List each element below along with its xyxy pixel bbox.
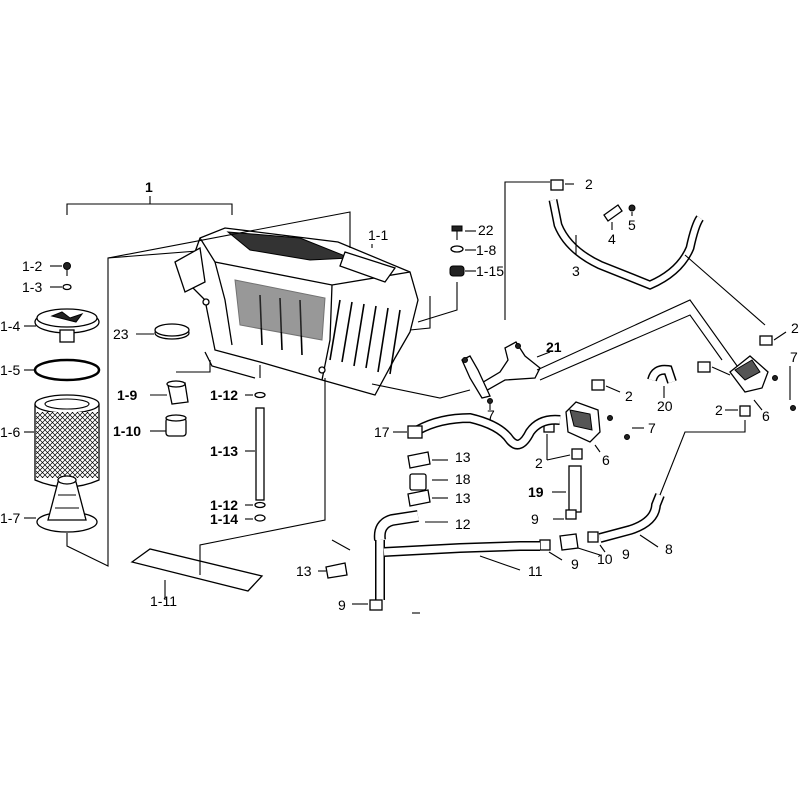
label-8: 8 bbox=[665, 541, 673, 557]
hose-17 bbox=[393, 412, 561, 450]
label-22: 22 bbox=[478, 222, 494, 238]
o-ring-1-5 bbox=[33, 358, 101, 382]
screw-1-2 bbox=[63, 262, 71, 270]
plate-1-11 bbox=[130, 378, 326, 600]
bracket-4-5 bbox=[603, 204, 636, 230]
label-17: 17 bbox=[374, 424, 390, 440]
label-1-14: 1-14 bbox=[210, 511, 238, 527]
label-7-right: 7 bbox=[790, 349, 798, 365]
hose-11 bbox=[318, 539, 540, 614]
label-3: 3 bbox=[572, 263, 580, 279]
hose-8 bbox=[598, 420, 746, 548]
label-13-left: 13 bbox=[296, 563, 312, 579]
label-5: 5 bbox=[628, 217, 636, 233]
label-1-11: 1-11 bbox=[150, 593, 177, 609]
label-1-13: 1-13 bbox=[210, 443, 238, 459]
filter-element-1-6 bbox=[24, 394, 100, 488]
label-13-mid: 13 bbox=[455, 490, 471, 506]
bolt-stack-22 bbox=[417, 225, 476, 323]
drain-plug-1-9-1-10 bbox=[150, 360, 211, 437]
label-6-center: 6 bbox=[602, 452, 610, 468]
label-1-12-top: 1-12 bbox=[210, 387, 238, 403]
label-1-3: 1-3 bbox=[22, 279, 42, 295]
label-2-mid: 2 bbox=[625, 388, 633, 404]
label-2-top: 2 bbox=[585, 176, 593, 192]
label-group-1: 1 bbox=[145, 179, 153, 195]
label-2-lower: 2 bbox=[715, 402, 723, 418]
air-box-1-1 bbox=[107, 211, 431, 396]
label-6-right: 6 bbox=[762, 408, 770, 424]
air-filter-stack bbox=[24, 249, 211, 567]
valve-6-center bbox=[543, 379, 644, 461]
label-1-8: 1-8 bbox=[476, 242, 496, 258]
label-1-2: 1-2 bbox=[22, 258, 42, 274]
label-1-6: 1-6 bbox=[0, 424, 20, 440]
label-1-10: 1-10 bbox=[113, 423, 141, 439]
label-1-12-bottom: 1-12 bbox=[210, 497, 238, 513]
hose-20 bbox=[647, 364, 677, 398]
washer-1-3 bbox=[62, 283, 72, 291]
label-9-right: 9 bbox=[622, 546, 630, 562]
label-23: 23 bbox=[113, 326, 129, 342]
rod-1-13 bbox=[245, 365, 266, 522]
clamp-23 bbox=[136, 323, 190, 340]
label-12: 12 bbox=[455, 516, 471, 532]
filter-cage-1-7 bbox=[24, 475, 98, 533]
label-7-valve: 7 bbox=[648, 420, 656, 436]
hose-19-t-joint bbox=[539, 465, 606, 561]
callout-labels: 1 1-1 1-2 1-3 1-4 1-5 1-6 1-7 1-8 1-9 1-… bbox=[0, 176, 799, 613]
label-2-right: 2 bbox=[791, 320, 799, 336]
label-11: 11 bbox=[528, 563, 543, 579]
connector-stack-13-18-12 bbox=[373, 451, 448, 541]
label-7-bracket: 7 bbox=[487, 407, 495, 423]
bracket-21 bbox=[371, 299, 741, 410]
label-18: 18 bbox=[455, 471, 471, 487]
label-1-5: 1-5 bbox=[0, 362, 20, 378]
label-9-mid: 9 bbox=[571, 556, 579, 572]
label-1-9: 1-9 bbox=[117, 387, 137, 403]
label-4: 4 bbox=[608, 231, 616, 247]
filter-cover-1-4 bbox=[24, 308, 100, 343]
label-9-bottom: 9 bbox=[338, 597, 346, 613]
label-1-15: 1-15 bbox=[476, 263, 504, 279]
label-9-upper: 9 bbox=[531, 511, 539, 527]
label-19: 19 bbox=[528, 484, 544, 500]
valve-6-right bbox=[697, 331, 796, 417]
label-20: 20 bbox=[657, 398, 673, 414]
group-1-bracket bbox=[66, 196, 233, 215]
label-1-1: 1-1 bbox=[368, 227, 388, 243]
label-2-valve: 2 bbox=[535, 455, 543, 471]
label-1-4: 1-4 bbox=[0, 318, 20, 334]
label-21: 21 bbox=[546, 339, 562, 355]
hose-3 bbox=[504, 179, 766, 326]
label-1-7: 1-7 bbox=[0, 510, 20, 526]
label-13-top: 13 bbox=[455, 449, 471, 465]
label-10: 10 bbox=[597, 551, 613, 567]
